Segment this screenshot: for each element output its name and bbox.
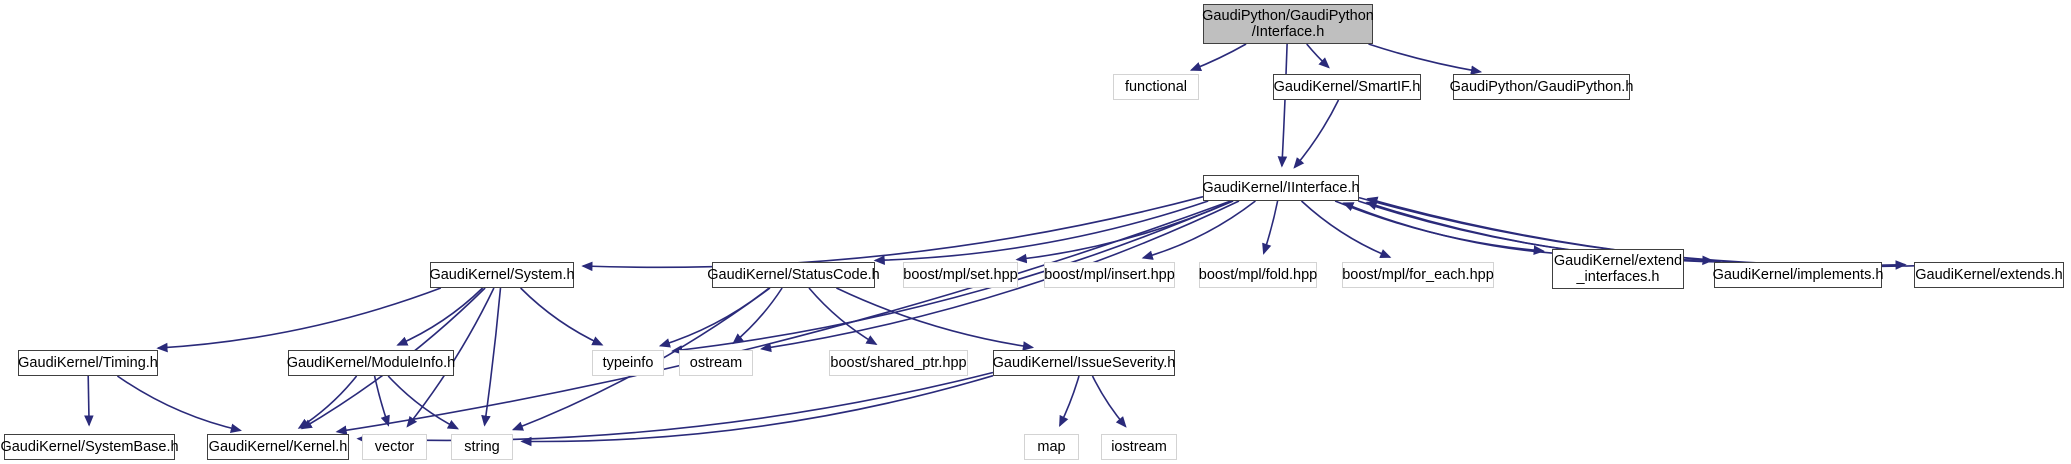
- graph-edge-timing-to-systembase: [84, 375, 94, 427]
- graph-edge-issue-to-iostream: [1091, 375, 1127, 428]
- graph-node-ostream[interactable]: ostream: [679, 350, 753, 376]
- graph-node-system[interactable]: GaudiKernel/System.h: [429, 262, 575, 288]
- graph-edge-statuscode-to-issue: [836, 287, 1035, 351]
- graph-edge-issue-to-kernel: [356, 371, 994, 444]
- graph-edge-statuscode-to-sharedptr: [808, 287, 878, 346]
- graph-edge-timing-to-kernel: [116, 375, 242, 433]
- graph-node-iinterface[interactable]: GaudiKernel/IInterface.h: [1202, 175, 1360, 201]
- graph-node-statuscode[interactable]: GaudiKernel/StatusCode.h: [707, 262, 880, 288]
- graph-edge-statuscode-to-ostream: [732, 287, 783, 345]
- graph-node-kernel[interactable]: GaudiKernel/Kernel.h: [207, 434, 349, 460]
- graph-edge-issue-to-map: [1059, 375, 1080, 428]
- graph-edge-iinterface-to-mplforeach: [1300, 200, 1392, 259]
- graph-edge-extendint-to-iinterface: [1342, 202, 1553, 254]
- graph-node-issue[interactable]: GaudiKernel/IssueSeverity.h: [993, 350, 1175, 376]
- graph-node-smartif[interactable]: GaudiKernel/SmartIF.h: [1273, 74, 1421, 100]
- graph-edge-root-to-gaudipython: [1368, 43, 1483, 75]
- graph-node-sharedptr[interactable]: boost/shared_ptr.hpp: [829, 350, 968, 376]
- graph-edge-iinterface-to-mplinsert: [1141, 200, 1256, 260]
- graph-edge-moduleinfo-to-string: [387, 375, 460, 430]
- graph-edge-iinterface-to-mplfold: [1262, 200, 1279, 255]
- graph-node-root[interactable]: GaudiPython/GaudiPython /Interface.h: [1202, 4, 1374, 44]
- graph-node-timing[interactable]: GaudiKernel/Timing.h: [18, 350, 158, 376]
- graph-edge-system-to-string: [481, 287, 502, 427]
- graph-node-mplfold[interactable]: boost/mpl/fold.hpp: [1199, 262, 1317, 288]
- graph-node-string[interactable]: string: [451, 434, 513, 460]
- graph-node-functional[interactable]: functional: [1113, 74, 1199, 100]
- graph-node-moduleinfo[interactable]: GaudiKernel/ModuleInfo.h: [287, 350, 455, 376]
- graph-edge-moduleinfo-to-kernel: [297, 375, 358, 429]
- graph-node-implements[interactable]: GaudiKernel/implements.h: [1713, 262, 1883, 288]
- graph-edge-system-to-moduleinfo: [396, 287, 484, 346]
- graph-node-systembase[interactable]: GaudiKernel/SystemBase.h: [0, 434, 179, 460]
- graph-edge-iinterface-to-statuscode: [873, 200, 1209, 265]
- graph-node-map[interactable]: map: [1024, 434, 1079, 460]
- graph-edge-root-to-smartif: [1306, 43, 1330, 69]
- graph-node-typeinfo[interactable]: typeinfo: [592, 350, 664, 376]
- graph-edge-statuscode-to-typeinfo: [658, 287, 770, 348]
- graph-node-mplset[interactable]: boost/mpl/set.hpp: [903, 262, 1018, 288]
- graph-edge-iinterface-to-extendint: [1334, 200, 1545, 255]
- graph-node-extendint[interactable]: GaudiKernel/extend _interfaces.h: [1552, 249, 1684, 289]
- graph-node-gaudipython[interactable]: GaudiPython/GaudiPython.h: [1450, 74, 1633, 100]
- graph-edge-iinterface-to-ostream: [760, 200, 1240, 353]
- graph-edge-root-to-iinterface: [1277, 43, 1288, 168]
- graph-node-mplinsert[interactable]: boost/mpl/insert.hpp: [1044, 262, 1175, 288]
- graph-edge-issue-to-string: [520, 374, 994, 447]
- graph-node-extends[interactable]: GaudiKernel/extends.h: [1914, 262, 2064, 288]
- graph-edge-iinterface-to-kernel: [335, 200, 1231, 435]
- graph-edge-smartif-to-iinterface: [1293, 99, 1340, 169]
- graph-edge-iinterface-to-typeinfo: [671, 200, 1233, 355]
- graph-edge-root-to-functional: [1189, 43, 1247, 72]
- graph-edge-system-to-vector: [406, 287, 495, 428]
- graph-edge-system-to-typeinfo: [520, 287, 604, 346]
- graph-node-mplforeach[interactable]: boost/mpl/for_each.hpp: [1342, 262, 1494, 288]
- graph-edge-iinterface-to-system: [581, 195, 1204, 272]
- graph-edge-system-to-timing: [156, 287, 442, 353]
- graph-edge-moduleinfo-to-vector: [373, 375, 390, 427]
- graph-node-vector[interactable]: vector: [362, 434, 427, 460]
- graph-node-iostream[interactable]: iostream: [1101, 434, 1177, 460]
